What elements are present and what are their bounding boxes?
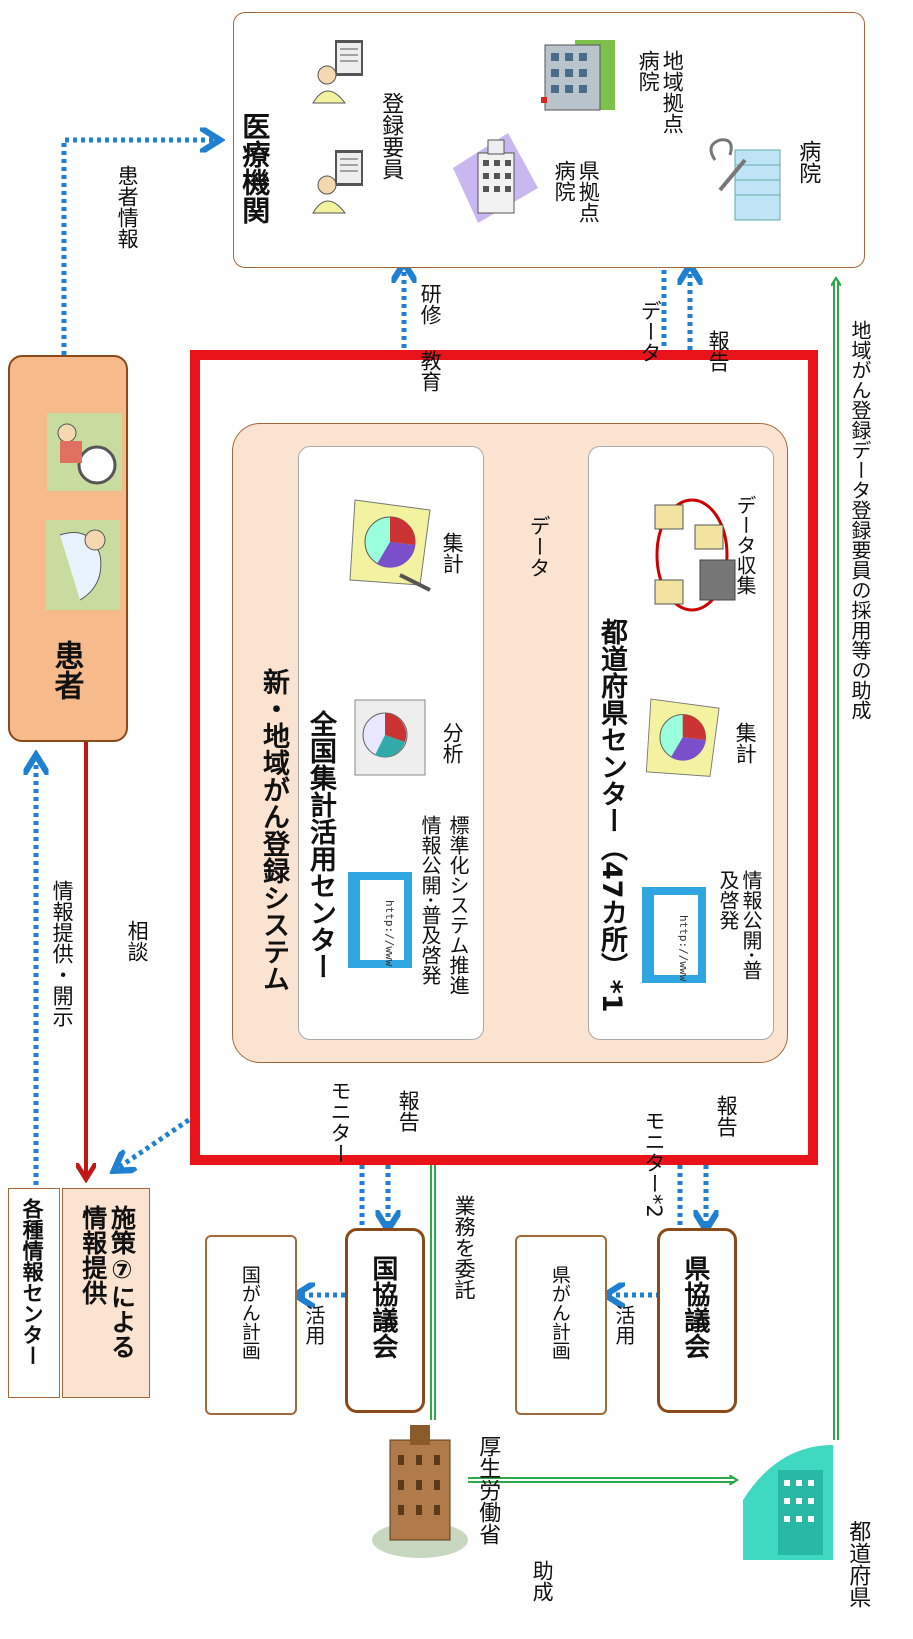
pref-use-label: 活用 [612, 1305, 636, 1345]
subsidy-staff-label: 地域がん登録データ登録要員の採用等の助成 [848, 320, 872, 720]
consult-label: 相談 [125, 920, 150, 962]
pref-hospital-icon [453, 133, 538, 223]
aggregate-label: 集計 [440, 532, 465, 574]
data-collection-label: データ収集 [733, 495, 757, 595]
national-center-info2: 標準化システム推進 [446, 815, 470, 995]
pref-council-box [657, 1228, 737, 1413]
data-mid-label: データ [527, 515, 552, 578]
training-label: 研修 [418, 283, 443, 325]
report-label: 報告 [706, 330, 731, 372]
arrow-patient-info [61, 140, 215, 355]
info-disclose-label: 情報提供・開示 [50, 880, 75, 1027]
aggregate-icon [645, 698, 720, 777]
pref-aggregate-label: 集計 [733, 722, 758, 764]
pref-center-title: 都道府県センター（47カ所）*1 [596, 618, 628, 1013]
monitor1-label: モニター [328, 1080, 353, 1164]
mhlw-building-icon [372, 1425, 468, 1558]
medical-title: 医療機関 [238, 112, 272, 224]
subsidy-label: 助成 [530, 1560, 555, 1602]
analysis-label: 分析 [440, 722, 465, 764]
national-plan-label: 国がん計画 [238, 1265, 261, 1360]
national-plan-scroll [205, 1235, 297, 1415]
svg-text:http://www: http://www [383, 900, 396, 967]
svg-text:http://www: http://www [677, 915, 690, 982]
national-center-info1: 情報公開･普及啓発 [418, 815, 442, 985]
report1-label: 報告 [396, 1090, 421, 1132]
pref-plan-scroll [515, 1235, 607, 1415]
national-council-label: 国協議会 [367, 1255, 398, 1359]
info-provision-box [62, 1188, 150, 1398]
data-label: データ [638, 300, 663, 363]
registrar-label: 登録要員 [378, 92, 404, 180]
patient-wheelchair-icon [47, 413, 122, 491]
info-provision-label: 施策⑦による情報提供 [78, 1205, 137, 1359]
report2-label: 報告 [714, 1095, 739, 1137]
prefecture-building-icon [743, 1445, 833, 1560]
pref-plan-label: 県がん計画 [548, 1265, 571, 1360]
web-browser-icon: http://www [642, 887, 706, 983]
info-center-box [8, 1188, 60, 1398]
education-label: 教育 [418, 350, 443, 392]
aggregate-icon [349, 499, 431, 592]
info-center-title: 各種情報センター [20, 1198, 45, 1366]
system-title: 新・地域がん登録システム [258, 668, 290, 992]
pref-hospital-label: 県拠点病院 [552, 160, 601, 223]
mhlw-label: 厚生労働省 [475, 1435, 501, 1545]
patient-info-label: 患者情報 [115, 165, 140, 249]
pref-council-label: 県協議会 [679, 1255, 710, 1359]
hospital-icon [709, 138, 781, 221]
regional-hospital-label: 地域拠点病院 [636, 50, 685, 134]
hospital-label: 病院 [795, 140, 821, 184]
monitor2-label: モニター*2 [642, 1110, 667, 1218]
national-use-label: 活用 [302, 1305, 326, 1345]
national-center-title: 全国集計活用センター [305, 710, 337, 980]
outsource-label: 業務を委託 [452, 1195, 477, 1300]
analysis-icon [354, 699, 426, 776]
patient-title: 患者 [48, 640, 84, 700]
data-collection-icon [654, 498, 736, 612]
web-browser-icon: http://www [348, 872, 412, 968]
pref-center-info: 情報公開･普及啓発 [716, 870, 763, 980]
regional-hospital-icon [541, 40, 615, 111]
prefectures-label: 都道府県 [845, 1520, 871, 1608]
patient-bed-icon [45, 520, 120, 610]
registrar-icon [312, 40, 363, 104]
registrar-icon [312, 150, 363, 214]
national-council-box [345, 1228, 425, 1413]
